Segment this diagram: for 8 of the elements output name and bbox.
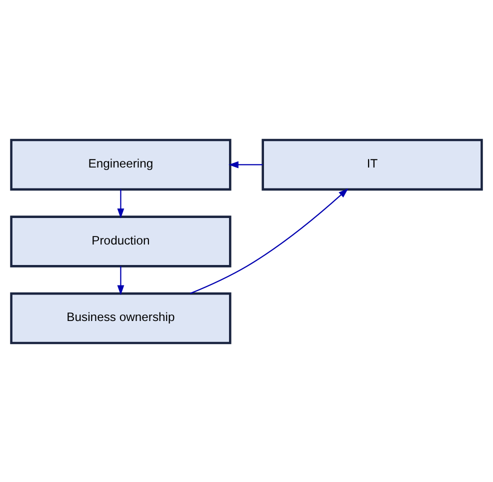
- arrow: [117, 266, 124, 295]
- node-box: Production: [10, 215, 232, 267]
- node-box: Engineering: [10, 138, 232, 190]
- node-box: IT: [262, 138, 483, 190]
- arrow: [190, 188, 348, 294]
- arrow: [228, 160, 263, 168]
- node-box: Business ownership: [10, 292, 232, 344]
- arrow: [117, 189, 124, 218]
